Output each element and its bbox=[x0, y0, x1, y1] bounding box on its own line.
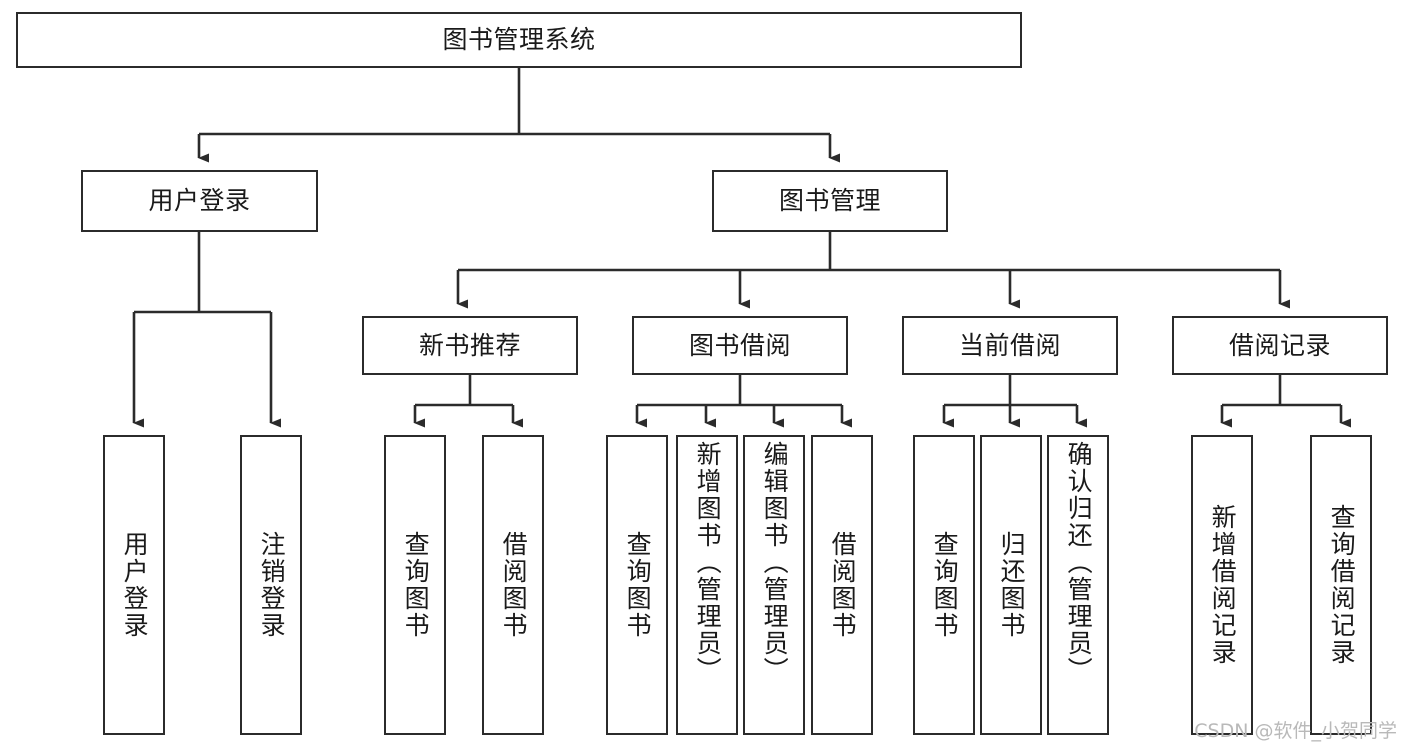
leaf-recommend-borrow-book[interactable]: 借阅图书 bbox=[482, 435, 544, 735]
leaf-borrow-add-book-label: 新增图书（管理员） bbox=[693, 441, 723, 684]
node-borrow-record-label: 借阅记录 bbox=[1228, 330, 1331, 360]
leaf-current-query-book[interactable]: 查询图书 bbox=[913, 435, 975, 735]
leaf-recommend-query-book[interactable]: 查询图书 bbox=[384, 435, 446, 735]
leaf-user-login-logout[interactable]: 注销登录 bbox=[240, 435, 302, 735]
node-root[interactable]: 图书管理系统 bbox=[16, 12, 1022, 68]
node-user-login[interactable]: 用户登录 bbox=[81, 170, 318, 232]
leaf-record-add-record-label: 新增借阅记录 bbox=[1208, 504, 1238, 666]
node-borrow-record[interactable]: 借阅记录 bbox=[1172, 316, 1388, 375]
node-new-book-recommend-label: 新书推荐 bbox=[418, 330, 521, 360]
leaf-borrow-query-book-label: 查询图书 bbox=[623, 531, 653, 639]
node-root-label: 图书管理系统 bbox=[442, 25, 596, 55]
leaf-borrow-edit-book-label: 编辑图书（管理员） bbox=[760, 441, 790, 684]
leaf-record-query-record[interactable]: 查询借阅记录 bbox=[1310, 435, 1372, 735]
leaf-recommend-borrow-book-label: 借阅图书 bbox=[499, 531, 529, 639]
node-current-borrow-label: 当前借阅 bbox=[958, 330, 1061, 360]
leaf-borrow-query-book[interactable]: 查询图书 bbox=[606, 435, 668, 735]
node-current-borrow[interactable]: 当前借阅 bbox=[902, 316, 1118, 375]
node-user-login-label: 用户登录 bbox=[148, 186, 251, 216]
leaf-current-confirm-return[interactable]: 确认归还（管理员） bbox=[1047, 435, 1109, 735]
leaf-user-login-logout-label: 注销登录 bbox=[257, 531, 287, 639]
leaf-current-return-book-label: 归还图书 bbox=[997, 531, 1027, 639]
leaf-record-query-record-label: 查询借阅记录 bbox=[1327, 504, 1357, 666]
leaf-borrow-add-book[interactable]: 新增图书（管理员） bbox=[676, 435, 738, 735]
leaf-borrow-borrow-book[interactable]: 借阅图书 bbox=[811, 435, 873, 735]
node-book-borrow[interactable]: 图书借阅 bbox=[632, 316, 848, 375]
leaf-recommend-query-book-label: 查询图书 bbox=[401, 531, 431, 639]
node-new-book-recommend[interactable]: 新书推荐 bbox=[362, 316, 578, 375]
leaf-current-return-book[interactable]: 归还图书 bbox=[980, 435, 1042, 735]
leaf-current-query-book-label: 查询图书 bbox=[930, 531, 960, 639]
watermark: CSDN @软件_小贺同学 bbox=[1194, 720, 1397, 742]
leaf-borrow-borrow-book-label: 借阅图书 bbox=[828, 531, 858, 639]
node-book-borrow-label: 图书借阅 bbox=[688, 330, 791, 360]
node-book-management-label: 图书管理 bbox=[778, 186, 881, 216]
node-book-management[interactable]: 图书管理 bbox=[712, 170, 948, 232]
leaf-user-login-login-label: 用户登录 bbox=[120, 531, 150, 639]
leaf-user-login-login[interactable]: 用户登录 bbox=[103, 435, 165, 735]
leaf-current-confirm-return-label: 确认归还（管理员） bbox=[1064, 441, 1094, 684]
leaf-borrow-edit-book[interactable]: 编辑图书（管理员） bbox=[743, 435, 805, 735]
leaf-record-add-record[interactable]: 新增借阅记录 bbox=[1191, 435, 1253, 735]
